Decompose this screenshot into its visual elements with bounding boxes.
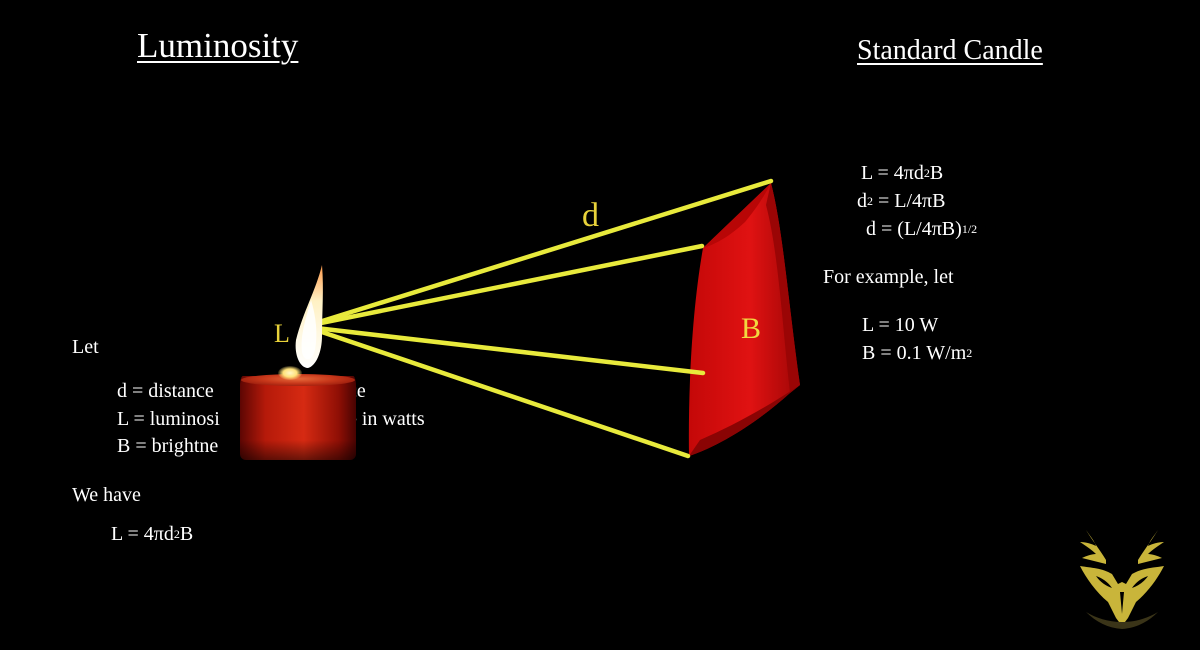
luminosity-formula: L = 4πd2B	[111, 523, 194, 545]
definition-d-left: d = distance	[117, 380, 214, 402]
surface-bottom-edge	[689, 385, 800, 456]
example-luminosity: L = 10 W	[862, 314, 939, 336]
distance-label: d	[582, 197, 599, 234]
stag-head-logo-icon	[1080, 530, 1164, 629]
beam-lower	[313, 325, 706, 376]
light-beams	[313, 178, 774, 459]
luminosity-source-label: L	[274, 319, 290, 348]
candle-shadow	[240, 440, 356, 462]
equation-d: d = (L/4πB)1/2	[866, 218, 978, 240]
we-have-label: We have	[72, 484, 141, 506]
let-label: Let	[72, 336, 99, 358]
equation-luminosity: L = 4πd2B	[861, 162, 944, 184]
definition-L-right: e in watts	[348, 408, 425, 430]
title-standard-candle: Standard Candle	[857, 35, 1043, 66]
wick-glow	[278, 366, 302, 380]
equation-d-squared: d2 = L/4πB	[857, 190, 946, 212]
example-intro: For example, let	[823, 266, 954, 288]
surface-top-edge	[703, 183, 771, 248]
beam-bottom	[313, 327, 691, 459]
beam-top	[313, 178, 774, 326]
candle-top	[241, 374, 355, 386]
surface-right-edge	[766, 183, 800, 393]
brightness-surface	[688, 183, 800, 456]
beam-upper	[313, 243, 705, 327]
definition-L-left: L = luminosi	[117, 408, 220, 430]
example-brightness: B = 0.1 W/m2	[862, 342, 973, 364]
definition-B-left: B = brightne	[117, 435, 219, 457]
title-luminosity: Luminosity	[137, 26, 299, 65]
candle-flame-core	[301, 300, 317, 360]
brightness-label: B	[741, 312, 761, 345]
